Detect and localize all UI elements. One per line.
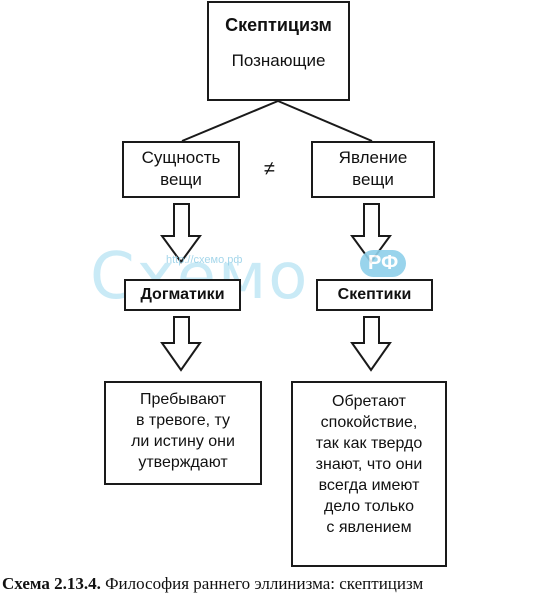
arrow-down-phenomenon: [350, 203, 392, 264]
skeptics-result-line: Обретают: [332, 393, 406, 410]
arrow-down-essence: [160, 203, 202, 264]
skeptics-result-box: Обретают спокойствие, так как твердо зна…: [291, 381, 447, 567]
skeptics-result-line: всегда имеют: [318, 477, 420, 494]
dogmatists-box: Догматики: [124, 279, 241, 311]
phenomenon-line-1: Явление: [338, 148, 408, 167]
essence-box: Сущность вещи: [122, 141, 240, 198]
skeptics-label: Скептики: [337, 286, 412, 303]
skeptics-result-line: дело только: [323, 498, 414, 515]
arrow-down-skeptics: [350, 316, 392, 372]
phenomenon-line-2: вещи: [352, 170, 394, 189]
dogmatists-result-box: Пребывают в тревоге, ту ли истину они ут…: [104, 381, 262, 485]
skepticism-box: Скептицизм Познающие: [207, 1, 350, 101]
skeptics-result-line: знают, что они: [315, 456, 423, 473]
not-equal-sign: ≠: [264, 158, 275, 180]
caption-number: Схема 2.13.4.: [2, 574, 101, 593]
arrow-down-dogmatists: [160, 316, 202, 372]
caption-text: Философия раннего эллинизма: скептицизм: [100, 574, 424, 593]
dogmatists-result-line: Пребывают: [140, 391, 226, 408]
dogmatists-result-line: утверждают: [138, 454, 228, 471]
essence-line-2: вещи: [160, 170, 202, 189]
dogmatists-result-line: в тревоге, ту: [135, 412, 231, 429]
skepticism-title: Скептицизм: [225, 15, 332, 35]
skeptics-result-line: спокойствие,: [320, 414, 418, 431]
knowers-label: Познающие: [231, 51, 326, 70]
phenomenon-box: Явление вещи: [311, 141, 435, 198]
essence-line-1: Сущность: [141, 148, 221, 167]
dogmatists-label: Догматики: [140, 286, 225, 303]
skeptics-result-line: с явлением: [326, 519, 412, 536]
skeptics-box: Скептики: [316, 279, 433, 311]
skeptics-result-line: так как твердо: [315, 435, 423, 452]
connector-top-left: [181, 100, 279, 142]
dogmatists-result-line: ли истину они: [131, 433, 235, 450]
connector-top-right: [277, 100, 373, 142]
figure-caption: Схема 2.13.4. Философия раннего эллинизм…: [2, 574, 423, 594]
